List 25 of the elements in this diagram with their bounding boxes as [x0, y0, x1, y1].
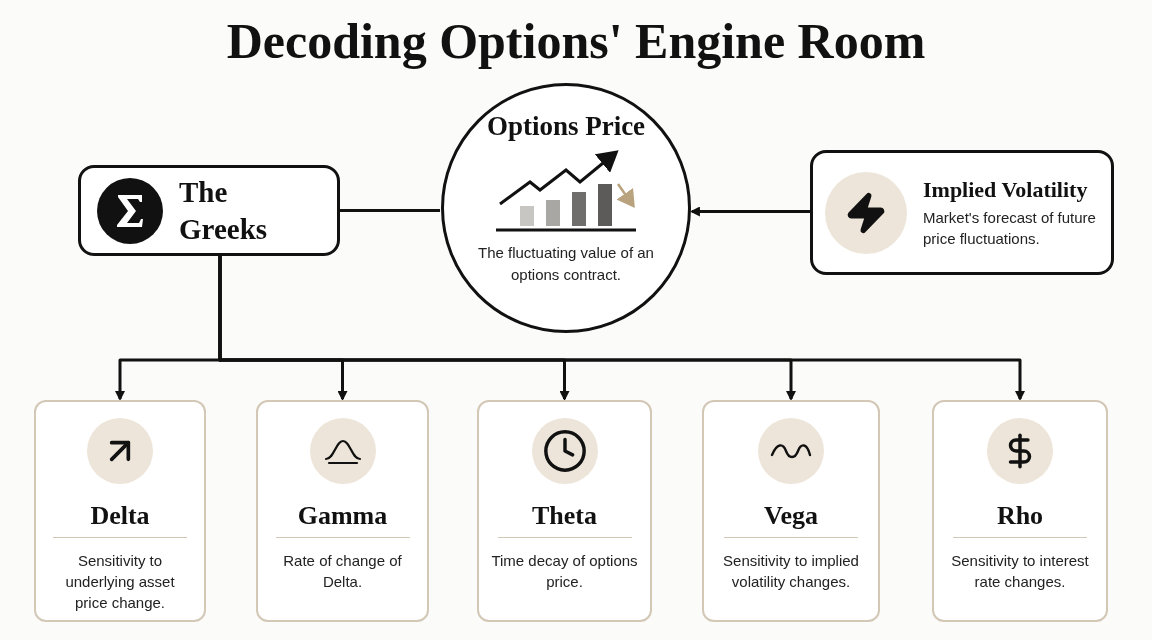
node-title: Delta: [90, 500, 150, 532]
node-title: Theta: [532, 500, 597, 532]
greek-card: [477, 400, 652, 622]
diagram-title: Decoding Options' Engine Room: [226, 12, 926, 71]
node-description: Rate of change of Delta.: [282, 550, 403, 592]
node-description: The fluctuating value of an options contract.: [477, 242, 655, 285]
node-description: Time decay of options price.: [491, 550, 638, 592]
node-description: Sensitivity to interest rate changes.: [950, 550, 1090, 592]
node-title: Vega: [764, 500, 818, 532]
node-description: Sensitivity to underlying asset price change.: [64, 550, 176, 613]
category-box: [78, 165, 340, 256]
node-title: Rho: [996, 500, 1044, 532]
node-title: Options Price: [486, 110, 646, 143]
node-description: Sensitivity to implied volatility changes.: [722, 550, 860, 592]
node-title: The Greeks: [179, 175, 269, 247]
greek-card: [932, 400, 1108, 622]
greek-card: [702, 400, 880, 622]
connector-arrow: [689, 206, 810, 217]
node-title: Implied Volatility: [923, 175, 1089, 204]
factor-box: [810, 150, 1114, 275]
node-description: Market's forecast of future price fluctuations.: [923, 208, 1097, 250]
node-title: Gamma: [297, 500, 388, 532]
greek-card: [34, 400, 206, 622]
greek-card: [256, 400, 429, 622]
connector-arrow: [218, 256, 1025, 401]
